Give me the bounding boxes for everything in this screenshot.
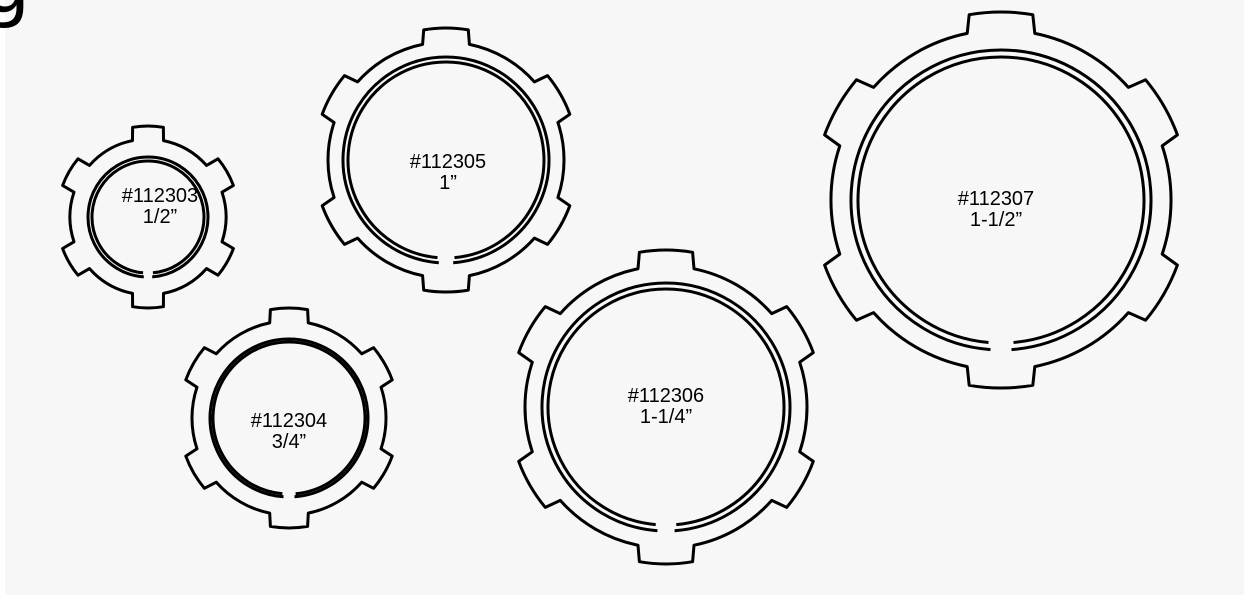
locknut-label-112306: #112306 1-1/4” <box>628 386 704 428</box>
part-number: #112307 <box>957 188 1035 210</box>
part-number: #112306 <box>627 385 705 407</box>
locknut-inner-ring <box>346 60 546 260</box>
locknut-inner-ring <box>546 287 786 527</box>
locknut-112305 <box>320 26 572 294</box>
part-number: #112303 <box>121 185 199 207</box>
locknut-112304 <box>184 306 394 530</box>
locknut-outer-rim <box>61 124 235 310</box>
locknut-outer-rim <box>823 10 1179 390</box>
locknut-thread-ring <box>849 48 1153 352</box>
locknut-thread-ring <box>540 281 792 533</box>
page-title-fragment: g <box>0 0 30 24</box>
locknut-thread-ring <box>208 337 370 499</box>
locknut-label-112303: #112303 1/2” <box>122 186 198 228</box>
locknut-label-112305: #112305 1” <box>410 152 486 194</box>
locknut-inner-ring <box>90 159 206 275</box>
locknut-label-112304: #112304 3/4” <box>251 411 327 453</box>
locknut-112307 <box>823 10 1179 390</box>
locknut-thread-ring <box>86 155 210 279</box>
locknut-112306 <box>517 248 815 566</box>
locknut-label-112307: #112307 1-1/2” <box>958 189 1034 231</box>
locknut-thread-ring <box>341 55 551 265</box>
locknut-outer-rim <box>517 248 815 566</box>
trade-size: 1-1/2” <box>969 209 1023 231</box>
trade-size: 3/4” <box>271 431 307 453</box>
part-number: #112305 <box>409 151 487 173</box>
locknut-inner-ring <box>211 340 367 496</box>
trade-size: 1/2” <box>142 206 178 228</box>
trade-size: 1” <box>439 172 457 194</box>
locknut-112303 <box>61 124 235 310</box>
part-number: #112304 <box>250 410 328 432</box>
locknut-outer-rim <box>320 26 572 294</box>
locknut-inner-ring <box>856 55 1146 344</box>
locknut-outer-rim <box>184 306 394 530</box>
trade-size: 1-1/4” <box>639 406 693 428</box>
